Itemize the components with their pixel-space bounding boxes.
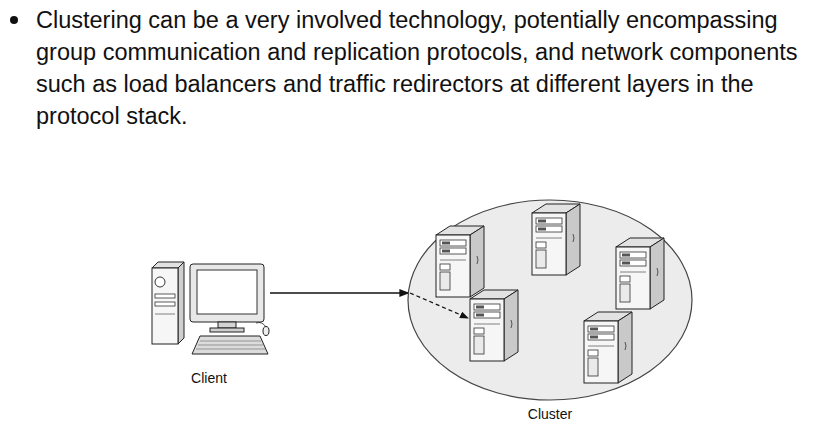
bullet-text: Clustering can be a very involved techno… [36, 4, 821, 132]
cluster-illustration [404, 198, 696, 404]
bullet-text: Clustering can be a very involved techno… [36, 4, 821, 132]
client-illustration [148, 258, 270, 368]
request-arrow [270, 292, 408, 293]
node-label: Client [148, 370, 270, 386]
client-computer: Client [148, 258, 270, 388]
bullet-dot [8, 14, 24, 30]
node-label: Cluster [404, 406, 696, 422]
cluster-ellipse: Cluster [404, 198, 696, 430]
